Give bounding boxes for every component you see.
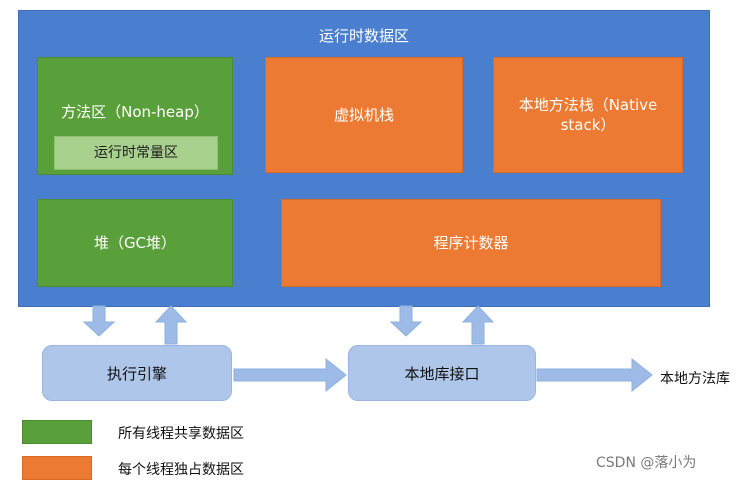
runtime-data-area: 运行时数据区 方法区（Non-heap） 运行时常量区 虚拟机栈 本地方法栈（N… — [18, 10, 710, 307]
legend-label-per-thread: 每个线程独占数据区 — [118, 462, 244, 478]
native-method-stack: 本地方法栈（Native stack） — [493, 57, 683, 173]
program-counter-label: 程序计数器 — [433, 233, 509, 252]
heap: 堆（GC堆） — [37, 199, 233, 287]
native-method-stack-label: 本地方法栈（Native stack） — [518, 95, 658, 134]
legend-swatch-per-thread — [22, 456, 92, 480]
program-counter: 程序计数器 — [281, 199, 661, 287]
vm-stack-label: 虚拟机栈 — [333, 105, 394, 124]
native-library-interface-label: 本地库接口 — [404, 364, 480, 383]
down-arrow-icon — [82, 305, 116, 337]
legend-swatch-shared — [22, 420, 92, 444]
right-arrow-icon — [536, 357, 653, 393]
method-area-label: 方法区（Non-heap） — [61, 103, 209, 121]
runtime-constant-pool: 运行时常量区 — [54, 136, 218, 170]
up-arrow-icon — [154, 305, 188, 345]
execution-engine-label: 执行引擎 — [106, 364, 167, 383]
heap-label: 堆（GC堆） — [93, 233, 177, 252]
method-area: 方法区（Non-heap） 运行时常量区 — [37, 57, 233, 175]
down-arrow-icon — [389, 305, 423, 337]
execution-engine: 执行引擎 — [42, 345, 232, 401]
right-arrow-icon — [233, 357, 347, 393]
native-method-library-label: 本地方法库 — [660, 371, 730, 387]
vm-stack: 虚拟机栈 — [265, 57, 463, 173]
legend-label-shared: 所有线程共享数据区 — [118, 426, 244, 442]
watermark: CSDN @落小为 — [596, 455, 697, 471]
runtime-data-area-title: 运行时数据区 — [318, 27, 409, 45]
native-library-interface: 本地库接口 — [348, 345, 536, 401]
up-arrow-icon — [461, 305, 495, 345]
